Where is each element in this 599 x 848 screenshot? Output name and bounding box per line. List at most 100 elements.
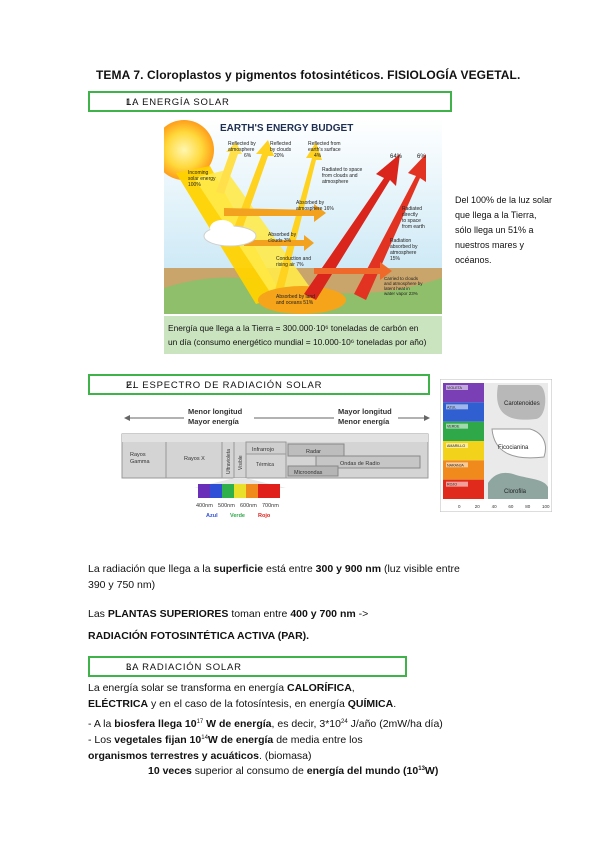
nm-500: 500nm: [218, 503, 235, 509]
reflected-surface-arrow: [274, 142, 322, 296]
section-label: LA ENERGÍA SOLAR: [126, 97, 230, 108]
spectrum-figure: Menor longitud Mayor energía Mayor longi…: [121, 407, 430, 519]
side-note-line: que llega a la Tierra,: [455, 210, 537, 220]
absorption-tick-label: 60: [508, 504, 514, 509]
color-row-label-bg: [446, 423, 468, 429]
absorption-ticks: 0 20 40 60 80 100: [458, 504, 550, 509]
page-title: TEMA 7. Cloroplastos y pigmentos fotosin…: [96, 68, 521, 82]
paragraph-surface-radiation: La radiación que llega a la superficie e…: [88, 563, 460, 591]
spectrum-label-mayor-energia: Mayor energía: [188, 417, 240, 426]
section-header-3: 3. LA RADIACIÓN SOLAR: [88, 656, 407, 677]
band-infrared: Infrarrojo: [252, 447, 274, 453]
band-radio: Ondas de Radio: [340, 461, 380, 467]
color-row-label-bg: [446, 462, 468, 468]
section-number: 1.: [126, 97, 136, 108]
cloud-puff: [210, 220, 234, 236]
microwave-band: [287, 465, 339, 477]
caption-box: [164, 316, 442, 354]
color-row-label: VERDE: [447, 425, 460, 429]
absorption-tick-label: 20: [475, 504, 481, 509]
paragraph-plantas: Las PLANTAS SUPERIORES toman entre 400 y…: [88, 608, 369, 620]
reflected-atmosphere-arrow: [216, 142, 242, 194]
spectrum-bar-top: [122, 434, 428, 442]
section-label: LA RADIACIÓN SOLAR: [126, 662, 242, 673]
band-uv: Ultravioleta: [226, 449, 232, 474]
paragraph-biosphere: - A la biosfera llega 1017 W de energía,…: [88, 718, 443, 762]
absorption-tick-label: 100: [542, 504, 550, 509]
conduction-arrow: [314, 262, 392, 280]
section-header-2: 2. EL ESPECTRO DE RADIACIÓN SOLAR: [88, 374, 430, 395]
absorption-tick-label: 0: [458, 504, 461, 509]
sun-icon: [164, 120, 214, 180]
reflected-clouds-arrow: [234, 140, 274, 230]
nm-600: 600nm: [240, 503, 257, 509]
side-note-line: nuestros mares y: [455, 240, 525, 250]
absorbed-land-area: [258, 286, 346, 314]
side-note-line: sólo llega un 51% a: [455, 225, 534, 235]
paragraph-par: RADIACIÓN FOTOSINTÉTICA ACTIVA (PAR).: [88, 630, 310, 642]
band-xray: Rayos X: [184, 456, 205, 462]
section-label: EL ESPECTRO DE RADIACIÓN SOLAR: [126, 380, 323, 391]
absorption-tick-label: 80: [525, 504, 531, 509]
color-row-label: VIOLETA: [447, 386, 463, 390]
visible-rainbow: [198, 484, 280, 498]
color-row-label-bg: [446, 385, 468, 390]
side-note-line: océanos.: [455, 255, 492, 265]
caption-line-2: un día (consumo energético mundial = 10.…: [168, 337, 427, 347]
band-radar: Radar: [306, 449, 321, 455]
color-row-label: AZUL: [447, 405, 456, 409]
paragraph-energy-transform: La energía solar se transforma en energí…: [88, 682, 397, 710]
spectrum-label-menor-longitud: Menor longitud: [188, 407, 243, 416]
color-verde: Verde: [230, 513, 245, 519]
absorbed-clouds-arrow: [244, 235, 314, 251]
arrow-right-icon: [424, 415, 430, 421]
band-thermal: Térmica: [256, 462, 274, 468]
color-row-label-bg: [446, 443, 468, 448]
color-row-label: AMARILLO: [447, 444, 465, 448]
label-64: 64%: [390, 154, 403, 160]
section-number: 3.: [126, 662, 136, 673]
radio-band: [315, 455, 421, 469]
absorption-tick-label: 40: [492, 504, 498, 509]
color-row-label-bg: [446, 404, 468, 410]
spectrum-label-menor-energia: Menor energía: [338, 417, 390, 426]
side-note: Del 100% de la luz solar que llega a la …: [455, 193, 595, 268]
infrared-band: [245, 441, 287, 455]
carotenoid-curve: [497, 385, 546, 420]
color-row-label-bg: [446, 481, 468, 487]
section-header-1: 1. LA ENERGÍA SOLAR: [88, 91, 452, 112]
chlorophyll-curve: [488, 472, 548, 499]
label-6: 6%: [417, 154, 426, 160]
pigment-carotenoides: Carotenoides: [504, 401, 540, 407]
arrow-left-icon: [124, 415, 130, 421]
nm-700: 700nm: [262, 503, 279, 509]
absorption-color-rows: VIOLETA AZUL VERDE AMARILLO NARANJA ROJO: [443, 383, 484, 499]
nm-400: 400nm: [196, 503, 213, 509]
budget-heading: EARTH'S ENERGY BUDGET: [220, 123, 353, 134]
paragraph-ten-times: 10 veces superior al consumo de energía …: [148, 765, 439, 777]
pigment-ficocianina: Ficocianina: [498, 445, 529, 451]
radiated-direct-arrow: [354, 154, 426, 300]
color-azul: Azul: [206, 513, 218, 519]
band-visible: Visible: [238, 455, 244, 470]
side-note-line: Del 100% de la luz solar: [455, 195, 553, 205]
color-row-label: NARANJA: [447, 463, 464, 467]
phycocyanin-curve: [491, 428, 546, 459]
caption-line-1: Energía que llega a la Tierra = 300.000·…: [168, 323, 419, 333]
color-row-label: ROJO: [447, 483, 457, 487]
band-microwave: Microondas: [294, 470, 323, 476]
absorption-figure: VIOLETA AZUL VERDE AMARILLO NARANJA ROJO Caro…: [440, 379, 552, 512]
